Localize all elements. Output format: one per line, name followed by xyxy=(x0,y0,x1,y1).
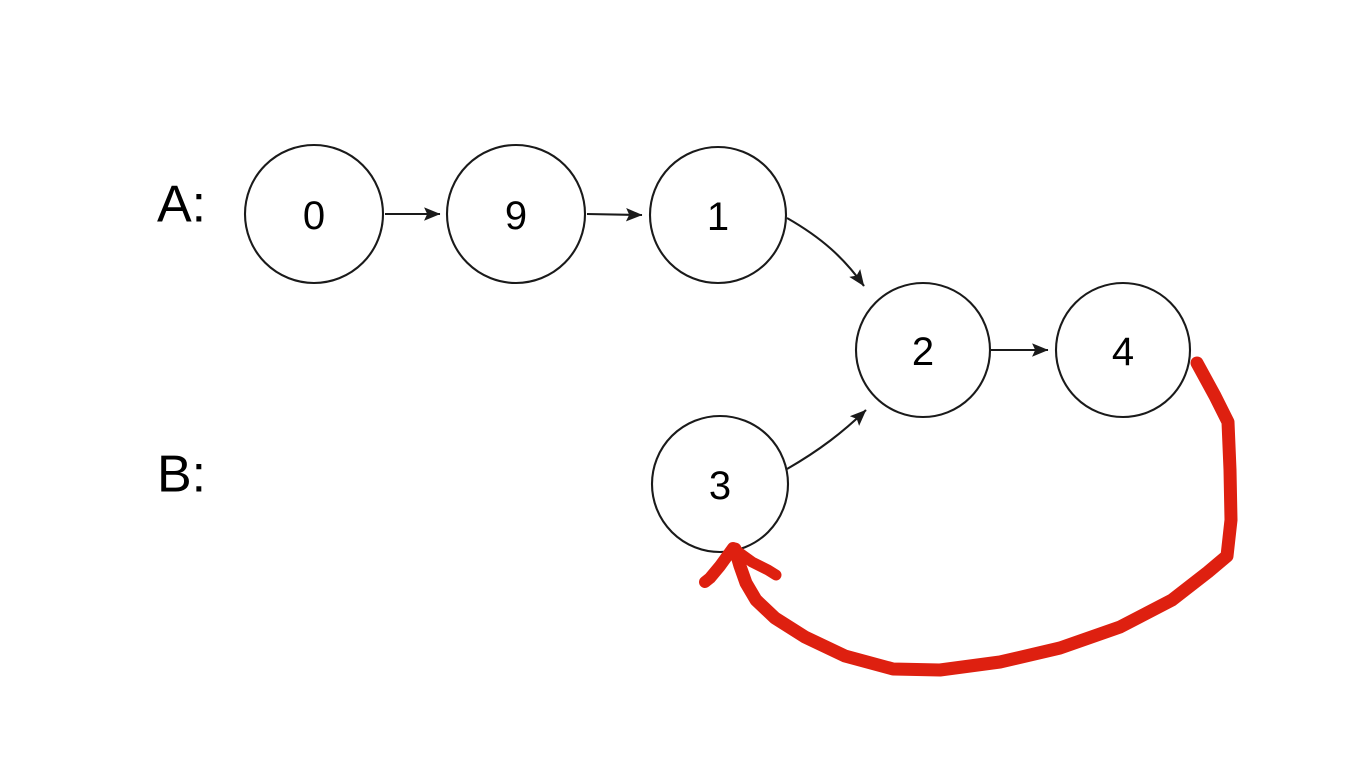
node-3[interactable]: 3 xyxy=(650,414,790,554)
node-1-circle[interactable] xyxy=(648,145,788,285)
node-1[interactable]: 1 xyxy=(648,145,788,285)
node-4-circle[interactable] xyxy=(1054,281,1192,419)
red-arrowhead-left-barb xyxy=(699,542,739,588)
list-label-b: B: xyxy=(157,446,206,504)
red-arrowhead-right-barb xyxy=(728,543,782,581)
node-group: 0 9 1 2 4 3 xyxy=(243,143,1192,554)
node-2-circle[interactable] xyxy=(854,281,992,419)
node-4-label: 4 xyxy=(1112,330,1134,374)
node-0[interactable]: 0 xyxy=(243,143,385,285)
node-9-label: 9 xyxy=(505,194,527,238)
red-arrow-shaft xyxy=(728,356,1238,677)
node-2-label: 2 xyxy=(912,330,934,374)
node-4[interactable]: 4 xyxy=(1054,281,1192,419)
node-1-label: 1 xyxy=(707,195,729,239)
node-0-label: 0 xyxy=(303,194,325,238)
node-9-circle[interactable] xyxy=(445,143,587,285)
edge-9-to-1 xyxy=(586,207,643,222)
node-9[interactable]: 9 xyxy=(445,143,587,285)
node-3-circle[interactable] xyxy=(650,414,790,554)
node-2[interactable]: 2 xyxy=(854,281,992,419)
edge-3-to-2 xyxy=(786,409,867,470)
edge-1-to-2 xyxy=(786,217,865,287)
list-label-a: A: xyxy=(157,176,206,234)
edge-group xyxy=(385,207,1049,470)
node-0-circle[interactable] xyxy=(243,143,385,285)
red-back-edge-annotation xyxy=(699,356,1238,677)
node-3-label: 3 xyxy=(709,464,731,508)
